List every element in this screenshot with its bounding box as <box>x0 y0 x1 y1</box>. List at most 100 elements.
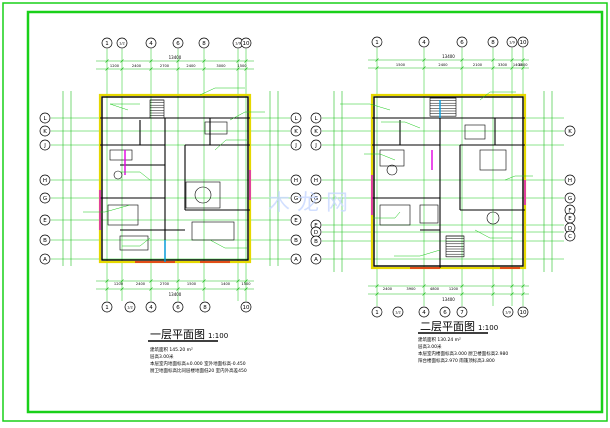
top-dimension-text: 2400 <box>186 64 196 68</box>
axis-top-bubble <box>116 37 128 49</box>
axis-bottom-label: 10 <box>243 305 250 311</box>
building-outline <box>370 93 527 270</box>
axis-right-bubble <box>290 125 302 137</box>
bathtub <box>109 149 133 161</box>
axis-top-label: 4 <box>149 41 153 47</box>
dimension-tick <box>149 67 153 71</box>
axis-bottom-bubble <box>392 306 404 318</box>
bottom-dimension-text: 1200 <box>114 282 124 286</box>
axis-right-bubble <box>564 230 576 242</box>
leader-line <box>109 103 129 111</box>
axis-bottom-label: 4 <box>149 305 153 311</box>
axis-right-label: K <box>568 129 572 135</box>
top-dimension-text: 3300 <box>498 63 508 67</box>
axis-left-label: L <box>43 116 47 122</box>
dimension-tick <box>491 66 495 70</box>
dimension-tick <box>422 284 426 288</box>
axis-left-bubble <box>310 235 322 247</box>
axis-left-label: A <box>43 257 47 263</box>
axis-left-label: K <box>43 129 47 135</box>
bed <box>379 149 405 167</box>
plan1-note-2: 层高3.00米 <box>150 353 174 360</box>
axis-top-bubble <box>418 36 430 48</box>
leader-line <box>229 111 246 121</box>
axis-right-bubble <box>290 174 302 186</box>
bottom-dimension-text: 1400 <box>221 282 231 286</box>
axis-bottom-bubble <box>502 306 514 318</box>
axis-bottom-label: 10 <box>520 310 527 316</box>
axis-top-label: 1 <box>375 40 379 46</box>
inner-frame <box>26 10 604 414</box>
axis-top-label: 6 <box>176 41 180 47</box>
axis-left-bubble <box>310 125 322 137</box>
sofa <box>191 221 235 241</box>
axis-right-label: J <box>294 143 297 149</box>
dimension-tick <box>375 284 379 288</box>
axis-left-label: L <box>314 116 318 122</box>
stair-outline <box>429 97 457 117</box>
axis-right-label: C <box>568 234 572 240</box>
axis-left-bubble <box>39 253 51 265</box>
axis-left-bubble <box>39 174 51 186</box>
axis-left-label: J <box>314 143 317 149</box>
axis-bottom-bubble <box>124 301 136 313</box>
dimension-tick <box>244 59 248 63</box>
leader-line <box>504 175 516 181</box>
axis-top-label: 8 <box>202 41 206 47</box>
dimension-tick <box>176 59 180 63</box>
axis-bottom-label: 1/9 <box>505 311 511 315</box>
axis-top-bubble <box>517 36 529 48</box>
bottom-dimension-text: 1200 <box>449 287 459 291</box>
axis-right-label: G <box>568 196 572 202</box>
axis-bottom-bubble <box>199 301 211 313</box>
dimension-tick <box>521 58 525 62</box>
axis-bottom-bubble <box>371 306 383 318</box>
toilet <box>113 170 123 180</box>
leader-line <box>404 121 421 129</box>
axis-top-bubble <box>101 37 113 49</box>
axis-top-label: 1/9 <box>509 41 515 45</box>
stair-outline <box>149 99 165 119</box>
dimension-tick <box>236 287 240 291</box>
axis-right-bubble <box>290 253 302 265</box>
axis-top-bubble <box>506 36 518 48</box>
exterior-wall <box>101 96 249 261</box>
dimension-tick <box>105 67 109 71</box>
axis-top-label: 8 <box>491 40 495 46</box>
watermark: 木 龙 网 <box>268 191 348 216</box>
axis-bottom-bubble <box>418 306 430 318</box>
top-dimension-text: 2400 <box>438 63 448 67</box>
leader-line <box>419 249 441 257</box>
dimension-tick <box>202 67 206 71</box>
dimension-tick <box>521 292 525 296</box>
dimension-tick <box>244 287 248 291</box>
axis-bottom-label: 8 <box>203 305 207 311</box>
axis-right-label: D <box>568 226 572 232</box>
axis-right-label: F <box>568 208 571 214</box>
plan2-note-3: 本层室内楼面标高3.000 厨卫楼面标高2.980 <box>418 350 508 357</box>
axis-right-label: H <box>568 178 572 184</box>
plan2-note-1: 建筑面积 130.24 m² <box>418 336 461 343</box>
dimension-tick <box>120 67 124 71</box>
axis-right-label: E <box>294 218 298 224</box>
axis-right-label: A <box>294 257 298 263</box>
dimension-tick <box>491 58 495 62</box>
dimension-tick <box>120 59 124 63</box>
axis-top-label: 1 <box>105 41 109 47</box>
dimension-tick <box>149 287 153 291</box>
bottom-dimension-text: 2700 <box>160 282 170 286</box>
axis-left-label: E <box>314 223 318 229</box>
dimension-tick <box>491 292 495 296</box>
leader-line <box>379 153 396 161</box>
axis-bottom-bubble <box>172 301 184 313</box>
axis-left-bubble <box>39 214 51 226</box>
dimension-tick <box>422 66 426 70</box>
plan1-title: 一层平面图 <box>150 328 205 341</box>
plan2-title: 二层平面图 <box>420 320 475 333</box>
dimension-tick <box>521 66 525 70</box>
wardrobe <box>419 204 439 224</box>
leader-line <box>139 171 151 181</box>
axis-left-bubble <box>39 112 51 124</box>
